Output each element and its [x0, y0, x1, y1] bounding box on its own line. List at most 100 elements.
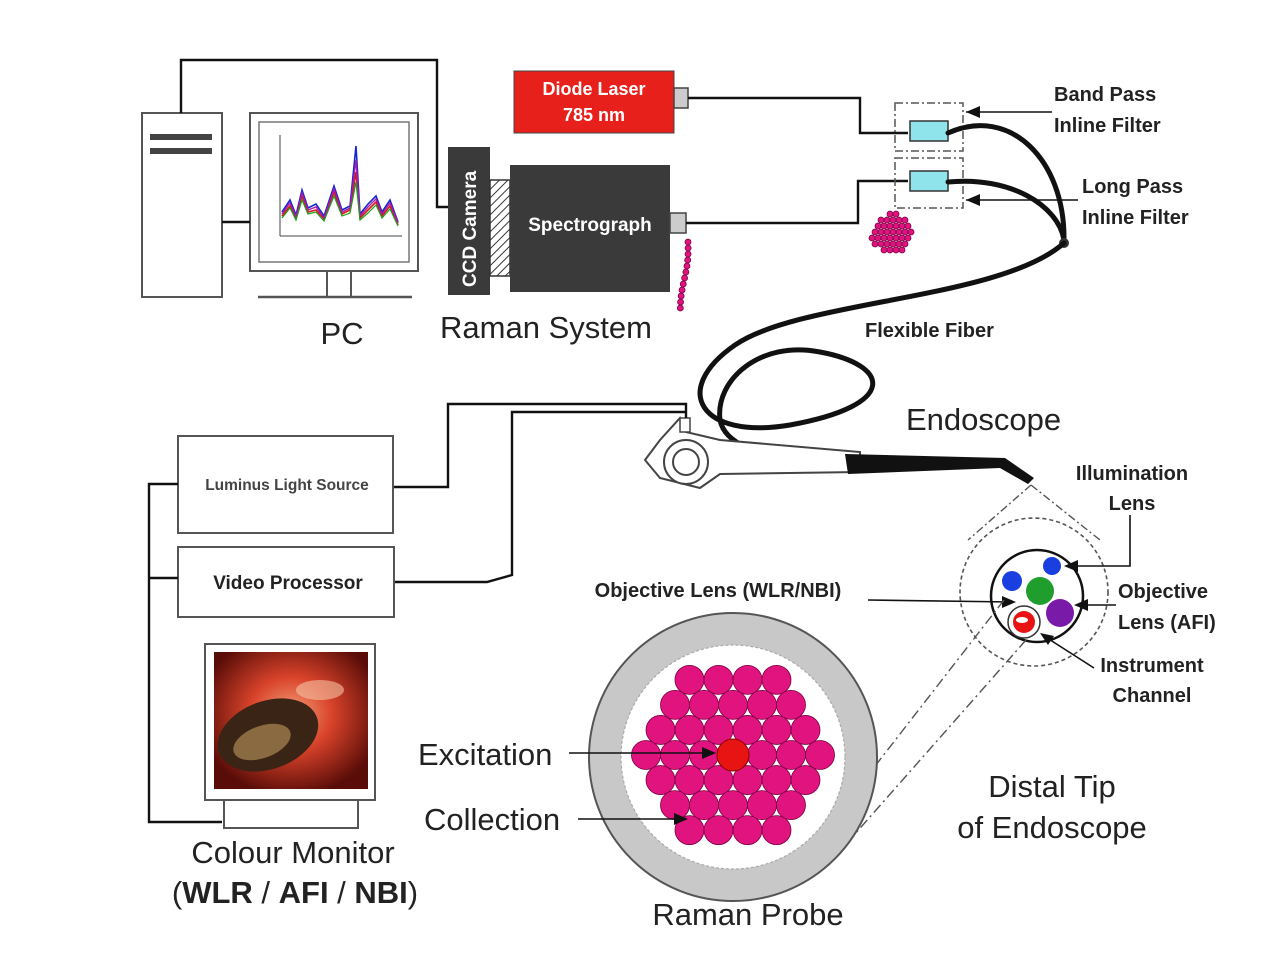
collection-fiber [686, 179, 908, 225]
band-pass-filter [909, 120, 949, 142]
bundle-fiber [886, 222, 894, 230]
collection-label: Collection [424, 802, 560, 837]
collection-fiber [761, 765, 792, 795]
colour-monitor-label: Colour Monitor [191, 835, 394, 870]
laser-fiber [688, 96, 908, 135]
zoom-line-right [1030, 484, 1101, 541]
bundle-fiber [889, 240, 897, 248]
bundle-fiber [892, 210, 900, 218]
probe-highlight [1016, 617, 1028, 623]
bundle-fiber [877, 228, 885, 236]
band-pass-fiber [945, 123, 1067, 243]
bundle-fiber [883, 240, 891, 248]
objective-wlr-label: Objective Lens (WLR/NBI) [595, 580, 842, 602]
collection-fiber [776, 689, 806, 720]
bundle-fiber [874, 222, 882, 230]
bundle-fiber [898, 222, 906, 230]
collection-fiber [689, 790, 719, 821]
collection-fiber [747, 689, 777, 720]
collection-fiber [660, 740, 690, 770]
objective-wlr-pointer [867, 599, 1013, 603]
slit-fiber [677, 298, 684, 306]
slit-fiber [681, 274, 689, 282]
diode-laser-label-1: Diode Laser [542, 79, 645, 99]
bundle-fiber [880, 222, 888, 230]
bundle-fiber [880, 234, 888, 242]
slit-fiber [679, 280, 687, 288]
slit-fiber [676, 304, 684, 312]
bundle-fiber [868, 234, 876, 242]
collection-fiber [645, 765, 676, 795]
ccd-camera-label: CCD Camera [460, 170, 481, 287]
flexible-fiber-label: Flexible Fiber [865, 320, 994, 342]
excitation-arrowhead [702, 747, 716, 759]
slit-fiber [684, 250, 692, 258]
bundle-fiber [883, 228, 891, 236]
monitor-modes-label: (WLR / AFI / NBI) [172, 875, 418, 910]
slit-fiber [684, 244, 692, 252]
objective-afi-label-2: Lens (AFI) [1118, 612, 1216, 634]
monitor-mode-afi: AFI [279, 875, 329, 910]
band-pass-arrowhead [966, 106, 980, 118]
long-pass-filter [909, 170, 949, 192]
excitation-fiber [716, 738, 750, 772]
collection-fiber [776, 790, 806, 821]
bundle-fiber [895, 216, 903, 224]
collection-fiber [703, 664, 734, 695]
bundle-fiber [901, 216, 909, 224]
ccd-adapter [489, 179, 511, 277]
objective-wlr-arrowhead [1002, 596, 1016, 608]
bundle-fiber [901, 240, 909, 248]
illumination-arrowhead [1064, 560, 1078, 572]
bundle-fiber [892, 234, 900, 242]
video-processor-label: Video Processor [213, 573, 363, 594]
pc-label: PC [320, 316, 363, 351]
zoom-line-left [967, 484, 1032, 541]
distal-tip-magnifier [959, 517, 1109, 667]
instrument-label-2: Channel [1113, 685, 1192, 707]
probe-zoom-line-2 [831, 639, 1027, 861]
collection-fiber [674, 765, 705, 795]
distal-tip-label-1: Distal Tip [988, 769, 1115, 804]
collection-fiber [805, 740, 835, 770]
video-processor-box [177, 546, 395, 618]
slit-fiber [684, 238, 692, 246]
endoscope-label: Endoscope [906, 402, 1061, 437]
instrument-pointer [1043, 635, 1095, 669]
instrument-label-1: Instrument [1100, 655, 1204, 677]
objective-lens-afi [1046, 599, 1074, 627]
monitor-modes-open-paren: ( [172, 875, 183, 910]
bundle-fiber [892, 246, 900, 254]
raman-probe-label: Raman Probe [652, 897, 843, 932]
colour-monitor [204, 643, 376, 829]
bundle-fiber [877, 216, 885, 224]
collection-fiber [747, 740, 777, 770]
endoscope [643, 416, 1034, 490]
collection-arrowhead [674, 813, 688, 825]
collection-fiber [776, 740, 806, 770]
objective-afi-arrowhead [1074, 599, 1088, 611]
instrument-arrowhead [1040, 633, 1054, 645]
illumination-label-2: Lens [1109, 493, 1156, 515]
diode-laser-label-2: 785 nm [563, 105, 625, 125]
monitor-modes-separator-1: / [253, 875, 279, 910]
bundle-fiber [871, 240, 879, 248]
slit-fiber [678, 286, 686, 294]
spectrograph-label: Spectrograph [528, 215, 652, 236]
collection-fiber [703, 815, 734, 846]
bundle-fiber [892, 222, 900, 230]
collection-fiber [761, 715, 792, 745]
collection-fiber [747, 790, 777, 821]
probe-zoom-line-1 [871, 599, 1005, 771]
flexible-fiber [697, 240, 1067, 463]
monitor-modes-close-paren: ) [408, 875, 418, 910]
collection-fiber [761, 815, 792, 846]
slit-fiber [677, 292, 685, 300]
objective-afi-label-1: Objective [1118, 581, 1208, 603]
raman-spectrum-plot [279, 135, 402, 237]
long-pass-label-1: Long Pass [1082, 176, 1183, 198]
collection-fiber [732, 815, 763, 846]
bundle-fiber [874, 234, 882, 242]
